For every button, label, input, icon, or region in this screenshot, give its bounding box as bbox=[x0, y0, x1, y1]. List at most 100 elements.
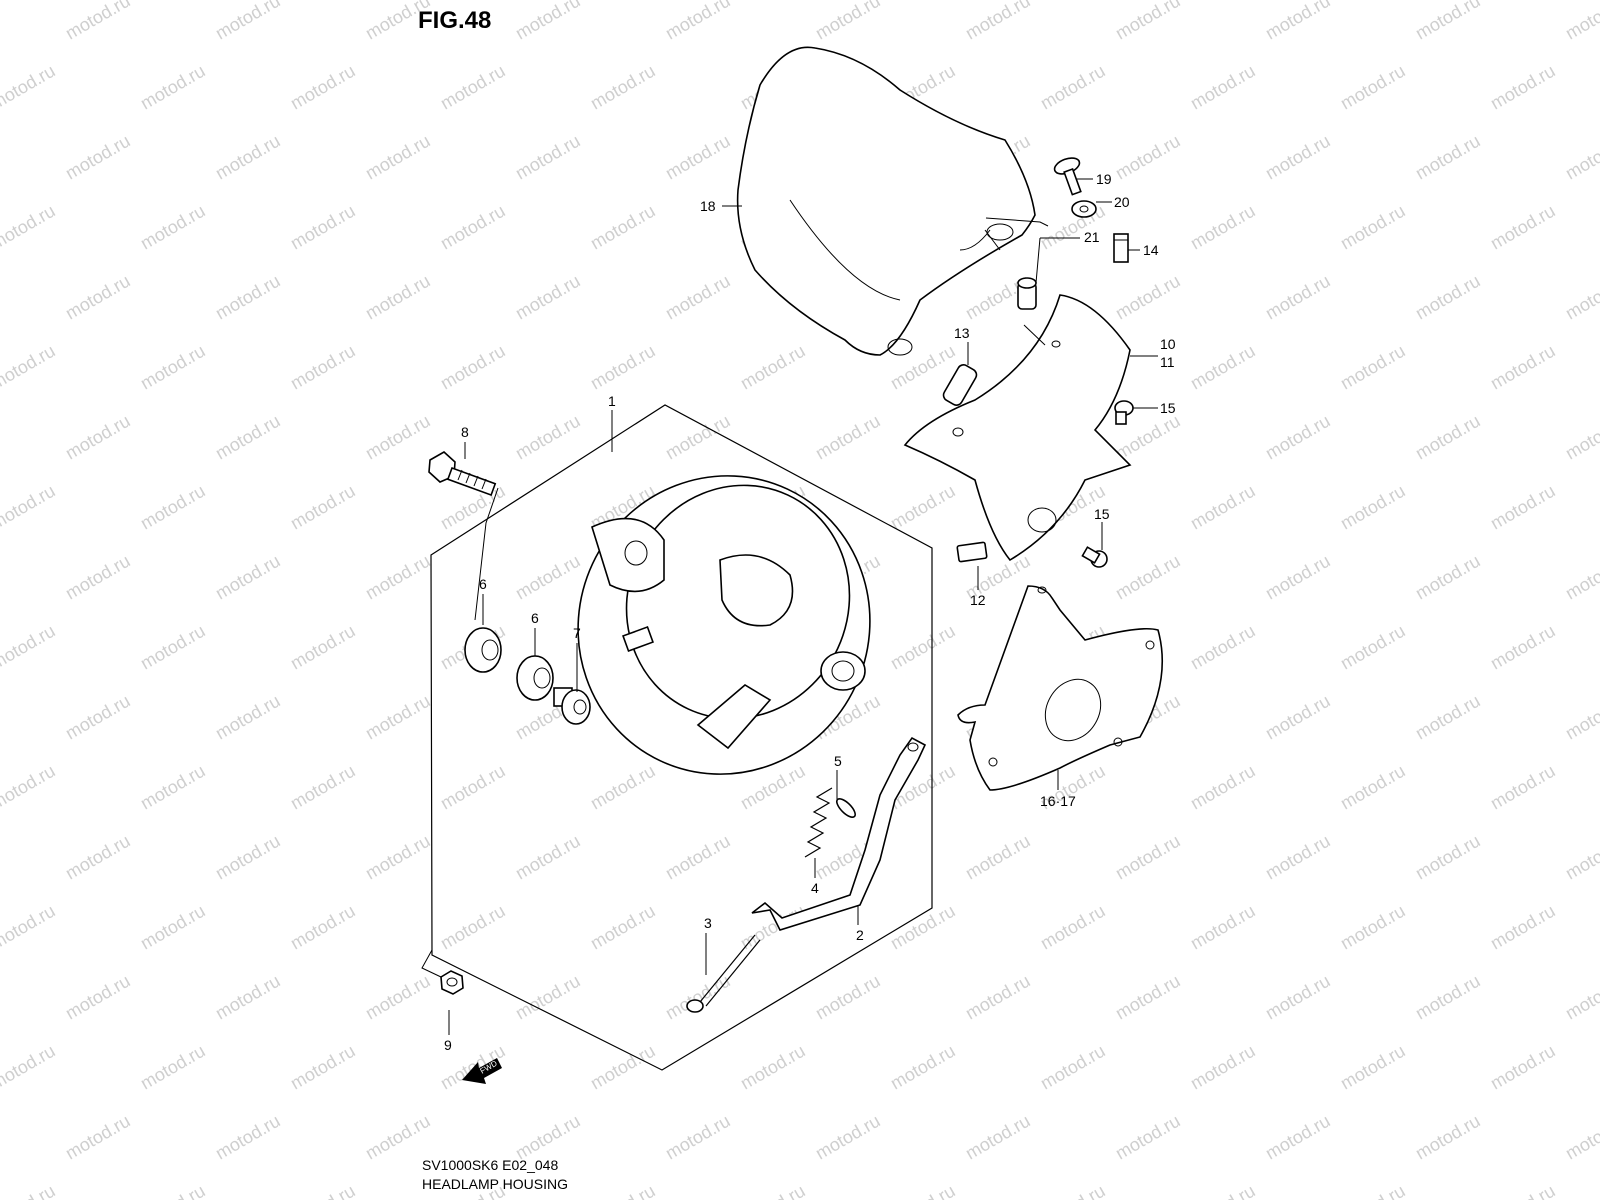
watermark-text: motod.ru bbox=[587, 1181, 659, 1200]
part-19-screw bbox=[1053, 157, 1082, 196]
watermark-text: motod.ru bbox=[1112, 551, 1184, 604]
watermark-text: motod.ru bbox=[1337, 621, 1409, 674]
watermark-text: motod.ru bbox=[137, 1041, 209, 1094]
watermark-text: motod.ru bbox=[1112, 271, 1184, 324]
watermark-text: motod.ru bbox=[1262, 411, 1334, 464]
watermark-text: motod.ru bbox=[662, 971, 734, 1024]
watermark-text: motod.ru bbox=[362, 551, 434, 604]
watermark-text: motod.ru bbox=[1262, 971, 1334, 1024]
watermark-text: motod.ru bbox=[62, 271, 134, 324]
watermark-text: motod.ru bbox=[1187, 201, 1259, 254]
callout-5: 5 bbox=[834, 753, 842, 769]
callout-12: 12 bbox=[970, 592, 986, 608]
watermark-text: motod.ru bbox=[287, 1181, 359, 1200]
watermark-text: motod.ru bbox=[1487, 61, 1559, 114]
watermark-text: motod.ru bbox=[437, 341, 509, 394]
watermark-text: motod.ru bbox=[1562, 271, 1600, 324]
part-4-spring bbox=[804, 787, 833, 858]
watermark-text: motod.ru bbox=[1337, 201, 1409, 254]
watermark-text: motod.ru bbox=[812, 1111, 884, 1164]
watermark-text: motod.ru bbox=[662, 131, 734, 184]
watermark-text: motod.ru bbox=[137, 61, 209, 114]
watermark-text: motod.ru bbox=[662, 1111, 734, 1164]
watermark-text: motod.ru bbox=[887, 621, 959, 674]
watermark-text: motod.ru bbox=[0, 761, 59, 814]
watermark-text: motod.ru bbox=[212, 551, 284, 604]
part-16-17-bracket bbox=[957, 585, 1164, 791]
watermark-text: motod.ru bbox=[812, 411, 884, 464]
watermark-text: motod.ru bbox=[1187, 761, 1259, 814]
watermark-text: motod.ru bbox=[437, 61, 509, 114]
part-18-visor bbox=[736, 46, 1036, 356]
callout-1: 1 bbox=[608, 393, 616, 409]
watermark-text: motod.ru bbox=[0, 621, 59, 674]
watermark-text: motod.ru bbox=[137, 1181, 209, 1200]
watermark-text: motod.ru bbox=[137, 761, 209, 814]
watermark-text: motod.ru bbox=[1037, 1181, 1109, 1200]
callout-7: 7 bbox=[573, 625, 581, 641]
watermark-text: motod.ru bbox=[1187, 901, 1259, 954]
headlamp-housing-shell bbox=[577, 475, 871, 775]
watermark-text: motod.ru bbox=[1262, 131, 1334, 184]
watermark-text: motod.ru bbox=[362, 971, 434, 1024]
watermark-text: motod.ru bbox=[287, 201, 359, 254]
watermark-text: motod.ru bbox=[1262, 1111, 1334, 1164]
figure-title: FIG.48 bbox=[418, 7, 491, 34]
part-15-screw-a bbox=[1114, 400, 1134, 425]
watermark-text: motod.ru bbox=[512, 271, 584, 324]
watermark-text: motod.ru bbox=[287, 481, 359, 534]
watermark-text: motod.ru bbox=[137, 621, 209, 674]
watermark-text: motod.ru bbox=[1187, 1041, 1259, 1094]
watermark-text: motod.ru bbox=[512, 1111, 584, 1164]
figure-caption: HEADLAMP HOUSING bbox=[422, 1176, 568, 1192]
watermark-text: motod.ru bbox=[62, 831, 134, 884]
watermark-text: motod.ru bbox=[1562, 551, 1600, 604]
watermark-text: motod.ru bbox=[287, 761, 359, 814]
watermark-text: motod.ru bbox=[512, 831, 584, 884]
watermark-text: motod.ru bbox=[437, 901, 509, 954]
watermark-text: motod.ru bbox=[362, 691, 434, 744]
watermark-text: motod.ru bbox=[62, 131, 134, 184]
watermark-text: motod.ru bbox=[1562, 131, 1600, 184]
watermark-text: motod.ru bbox=[1262, 271, 1334, 324]
watermark-text: motod.ru bbox=[662, 271, 734, 324]
watermark-text: motod.ru bbox=[887, 1181, 959, 1200]
watermark-text: motod.ru bbox=[1337, 761, 1409, 814]
watermark-text: motod.ru bbox=[587, 761, 659, 814]
watermark-text: motod.ru bbox=[287, 621, 359, 674]
watermark-text: motod.ru bbox=[1337, 481, 1409, 534]
watermark-text: motod.ru bbox=[1187, 1181, 1259, 1200]
watermark-text: motod.ru bbox=[1262, 551, 1334, 604]
watermark-text: motod.ru bbox=[1487, 201, 1559, 254]
watermark-text: motod.ru bbox=[1112, 971, 1184, 1024]
callout-15a: 15 bbox=[1160, 400, 1176, 416]
watermark-text: motod.ru bbox=[1412, 271, 1484, 324]
watermark-text: motod.ru bbox=[737, 1041, 809, 1094]
watermark-text: motod.ru bbox=[1562, 411, 1600, 464]
watermark-text: motod.ru bbox=[1562, 691, 1600, 744]
watermark-text: motod.ru bbox=[1112, 1111, 1184, 1164]
watermark-text: motod.ru bbox=[1412, 411, 1484, 464]
watermark-text: motod.ru bbox=[1562, 1111, 1600, 1164]
watermark-text: motod.ru bbox=[1337, 1041, 1409, 1094]
watermark-text: motod.ru bbox=[1262, 691, 1334, 744]
part-9-nut bbox=[440, 970, 464, 995]
callout-20: 20 bbox=[1114, 194, 1130, 210]
watermark-text: motod.ru bbox=[0, 901, 59, 954]
callout-labels: 1 2 3 4 5 6 6 7 8 9 10 11 12 13 14 15 15… bbox=[444, 171, 1176, 1053]
watermark-text: motod.ru bbox=[1037, 1041, 1109, 1094]
watermark-text: motod.ru bbox=[287, 901, 359, 954]
watermark-text: motod.ru bbox=[587, 201, 659, 254]
watermark-text: motod.ru bbox=[1187, 341, 1259, 394]
watermark-text: motod.ru bbox=[62, 971, 134, 1024]
watermark-text: motod.ru bbox=[137, 201, 209, 254]
watermark-text: motod.ru bbox=[1412, 551, 1484, 604]
watermark-text: motod.ru bbox=[1412, 831, 1484, 884]
watermark-text: motod.ru bbox=[362, 831, 434, 884]
callout-4: 4 bbox=[811, 880, 819, 896]
watermark-text: motod.ru bbox=[587, 1041, 659, 1094]
watermark-text: motod.ru bbox=[62, 551, 134, 604]
part-20-washer bbox=[1071, 200, 1097, 218]
watermark-text: motod.ru bbox=[662, 411, 734, 464]
watermark-text: motod.ru bbox=[212, 691, 284, 744]
